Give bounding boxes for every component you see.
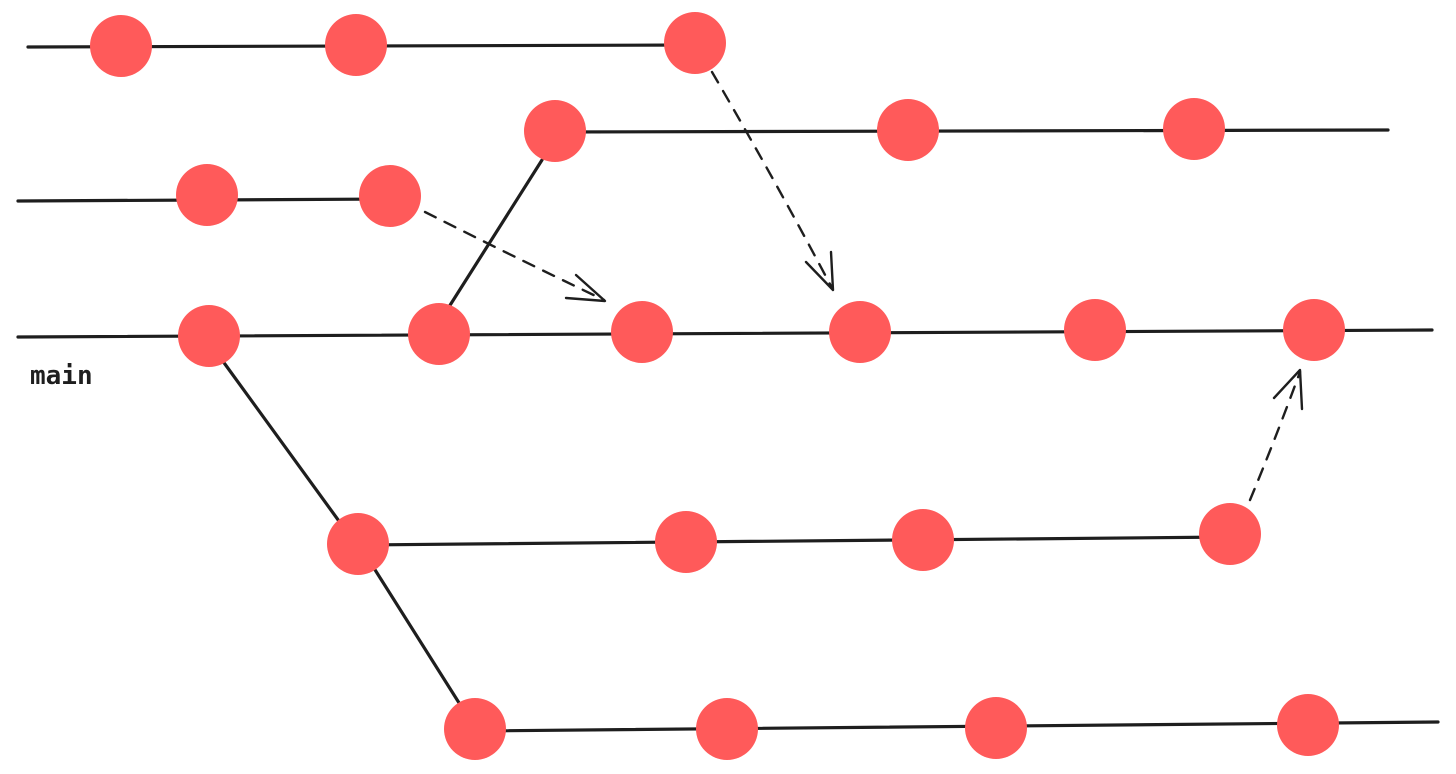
commit-node: [359, 165, 421, 227]
main-branch-label: main: [30, 361, 93, 391]
branch-line-main: [16, 328, 1434, 339]
commit-node: [524, 100, 586, 162]
commit-node: [611, 301, 673, 363]
commit-node: [1283, 299, 1345, 361]
commit-node: [176, 164, 238, 226]
branch-connector-main-to-upper: [445, 158, 544, 312]
commit-node: [178, 305, 240, 367]
branch-connector-lower-to-bottom: [370, 563, 463, 708]
branch-lines: [16, 43, 1440, 733]
branch-connector-main-to-lower: [220, 358, 346, 530]
commit-node: [655, 511, 717, 573]
branch-line-feature-lower: [356, 535, 1232, 547]
arrow-head-side-to-main: [564, 273, 607, 303]
merge-arrow-lower-to-main: [1248, 370, 1302, 502]
branch-connectors: [220, 158, 544, 708]
commit-node: [696, 698, 758, 760]
merge-arrow-top-to-main: [710, 70, 834, 290]
commit-node: [664, 12, 726, 74]
commit-node: [877, 99, 939, 161]
commit-node: [1199, 503, 1261, 565]
branch-line-feature-upper: [553, 128, 1390, 134]
merge-arrow-side-to-main: [423, 210, 606, 302]
merge-arrows: [423, 70, 1304, 502]
commits: [90, 12, 1345, 760]
commit-node: [90, 15, 152, 77]
commit-node: [408, 303, 470, 365]
commit-node: [1064, 299, 1126, 361]
commit-node: [327, 513, 389, 575]
commit-node: [892, 509, 954, 571]
commit-node: [1277, 694, 1339, 756]
commit-node: [1163, 98, 1225, 160]
arrow-head-top-to-main: [804, 250, 835, 292]
commit-node: [829, 301, 891, 363]
commit-node: [444, 698, 506, 760]
arrow-head-lower-to-main: [1272, 368, 1304, 411]
commit-node: [965, 697, 1027, 759]
commit-node: [325, 14, 387, 76]
